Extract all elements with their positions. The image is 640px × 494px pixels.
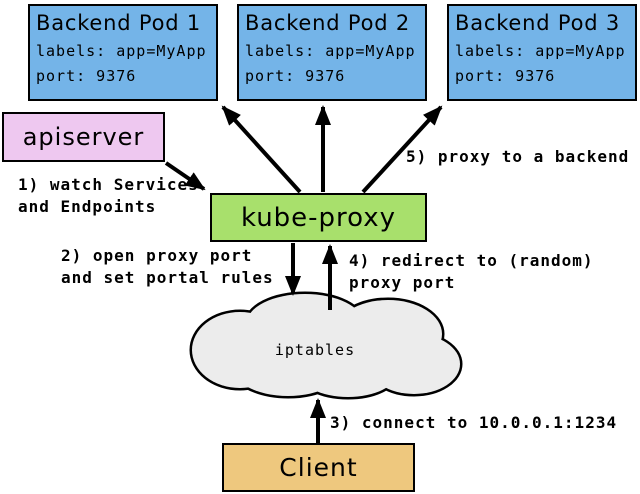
annotation-step5: 5) proxy to a backend (406, 147, 630, 166)
pod2-title: Backend Pod 2 (245, 11, 410, 35)
arrow-kubeproxy-to-pod3 (361, 105, 443, 194)
backend-pod-2: Backend Pod 2 labels: app=MyApp port: 93… (237, 4, 427, 101)
arrow-apiserver-to-kubeproxy (164, 161, 206, 191)
pod3-port: port: 9376 (455, 67, 556, 85)
kube-proxy-node: kube-proxy (210, 193, 427, 242)
iptables-cloud (189, 291, 463, 400)
pod3-labels: labels: app=MyApp (455, 42, 626, 60)
backend-pod-1: Backend Pod 1 labels: app=MyApp port: 93… (28, 4, 218, 101)
annotation-step3: 3) connect to 10.0.0.1:1234 (330, 413, 618, 432)
pod1-port: port: 9376 (36, 67, 137, 85)
annotation-step1: 1) watch Services and Endpoints (18, 175, 199, 216)
iptables-label: iptables (274, 341, 356, 359)
apiserver-label: apiserver (22, 123, 145, 151)
annotation-step4: 4) redirect to (random) proxy port (349, 251, 594, 292)
annotation-step2: 2) open proxy port and set portal rules (61, 246, 274, 287)
pod3-title: Backend Pod 3 (455, 11, 620, 35)
pod2-port: port: 9376 (245, 67, 346, 85)
apiserver-node: apiserver (2, 112, 165, 162)
pod1-title: Backend Pod 1 (36, 11, 201, 35)
client-node: Client (222, 443, 415, 492)
client-label: Client (279, 453, 358, 482)
backend-pod-3: Backend Pod 3 labels: app=MyApp port: 93… (447, 4, 637, 101)
pod1-labels: labels: app=MyApp (36, 42, 207, 60)
arrow-kubeproxy-to-pod1 (221, 105, 302, 194)
kube-proxy-label: kube-proxy (240, 202, 397, 233)
pod2-labels: labels: app=MyApp (245, 42, 416, 60)
